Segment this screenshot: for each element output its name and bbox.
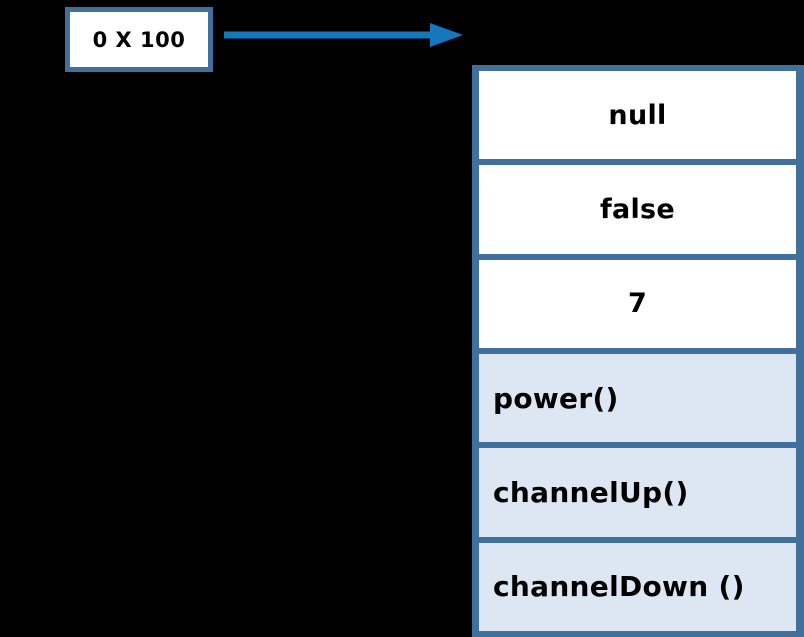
object-row-field-0: null xyxy=(479,71,796,166)
object-row-label: power() xyxy=(493,381,619,415)
object-row-label: false xyxy=(599,193,676,225)
object-row-method-1: channelUp() xyxy=(479,448,796,543)
object-row-label: channelUp() xyxy=(493,475,689,509)
reference-value-label: 0 X 100 xyxy=(92,27,186,52)
object-row-method-0: power() xyxy=(479,353,796,449)
object-row-label: null xyxy=(608,99,667,131)
object-row-field-2: 7 xyxy=(479,259,796,354)
object-row-label: channelDown () xyxy=(493,570,745,604)
reference-variable-box: 0 X 100 xyxy=(65,7,213,72)
reference-arrow xyxy=(224,22,464,48)
object-row-label: 7 xyxy=(627,288,648,320)
object-row-field-1: false xyxy=(479,165,796,260)
object-row-method-2: channelDown () xyxy=(479,542,796,637)
arrow-icon xyxy=(224,23,463,47)
object-box: null false 7 power() channelUp() channel… xyxy=(472,65,804,637)
